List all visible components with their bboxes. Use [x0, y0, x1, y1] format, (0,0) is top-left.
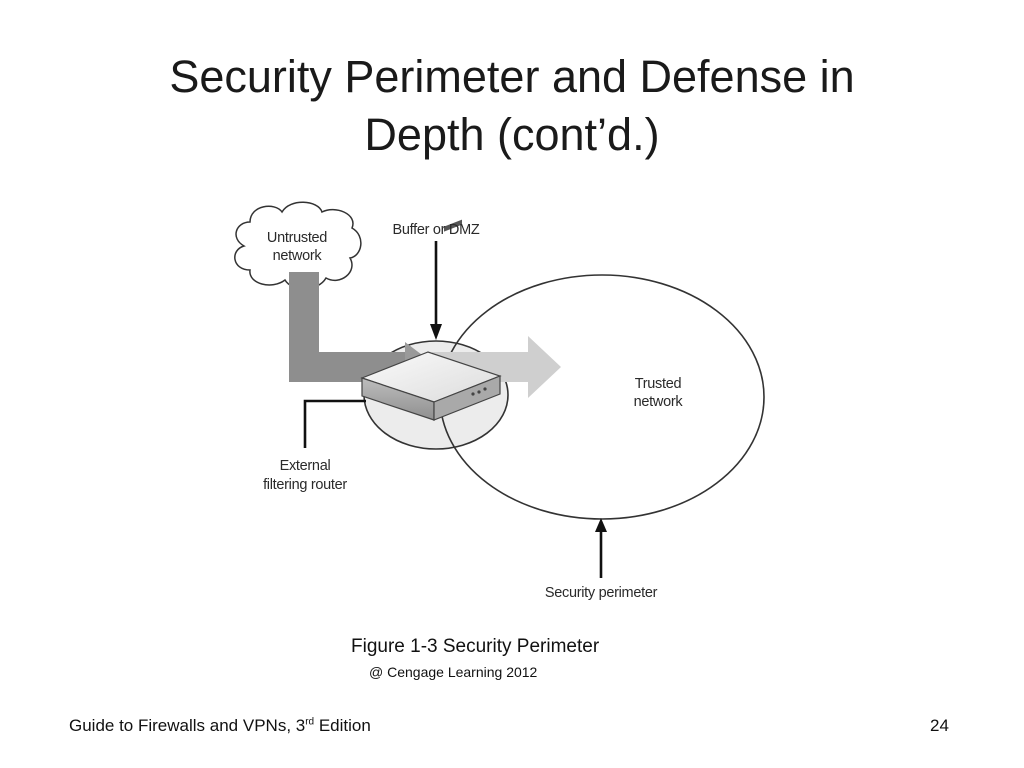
dmz-pointer-arrowhead	[430, 324, 442, 340]
router-pointer-line	[303, 399, 366, 448]
slide-title-line-2: Depth (cont’d.)	[364, 109, 660, 160]
external-router-label-line-1: External	[280, 458, 331, 474]
footer-book-suffix: Edition	[314, 716, 371, 735]
figure-caption: Figure 1-3 Security Perimeter	[351, 636, 600, 657]
untrusted-network-cloud	[234, 201, 362, 290]
trusted-network-label-line-1: Trusted	[635, 376, 682, 392]
router-device	[360, 219, 502, 421]
untrusted-network-label-line-1: Untrusted	[267, 230, 327, 246]
trusted-network-label-line-2: network	[634, 394, 684, 410]
slide-title: Security Perimeter and Defense in Depth …	[62, 48, 962, 164]
untrusted-network-label-line-2: network	[273, 248, 323, 264]
figure-credit: @ Cengage Learning 2012	[369, 664, 538, 680]
page-number: 24	[930, 716, 949, 735]
traffic-flow-arrow-light	[432, 336, 561, 398]
perimeter-pointer-arrowhead	[595, 518, 607, 532]
security-perimeter-label: Security perimeter	[545, 585, 658, 601]
buffer-dmz-label: Buffer or DMZ	[393, 222, 480, 238]
slide-title-line-1: Security Perimeter and Defense in	[169, 51, 855, 102]
external-router-label-line-2: filtering router	[263, 477, 347, 493]
footer-book-prefix: Guide to Firewalls and VPNs, 3	[69, 716, 306, 735]
traffic-flow-arrow-dark	[289, 272, 405, 382]
footer-book-superscript: rd	[305, 716, 315, 728]
footer-book-title: Guide to Firewalls and VPNs, 3rd Edition	[69, 716, 371, 736]
